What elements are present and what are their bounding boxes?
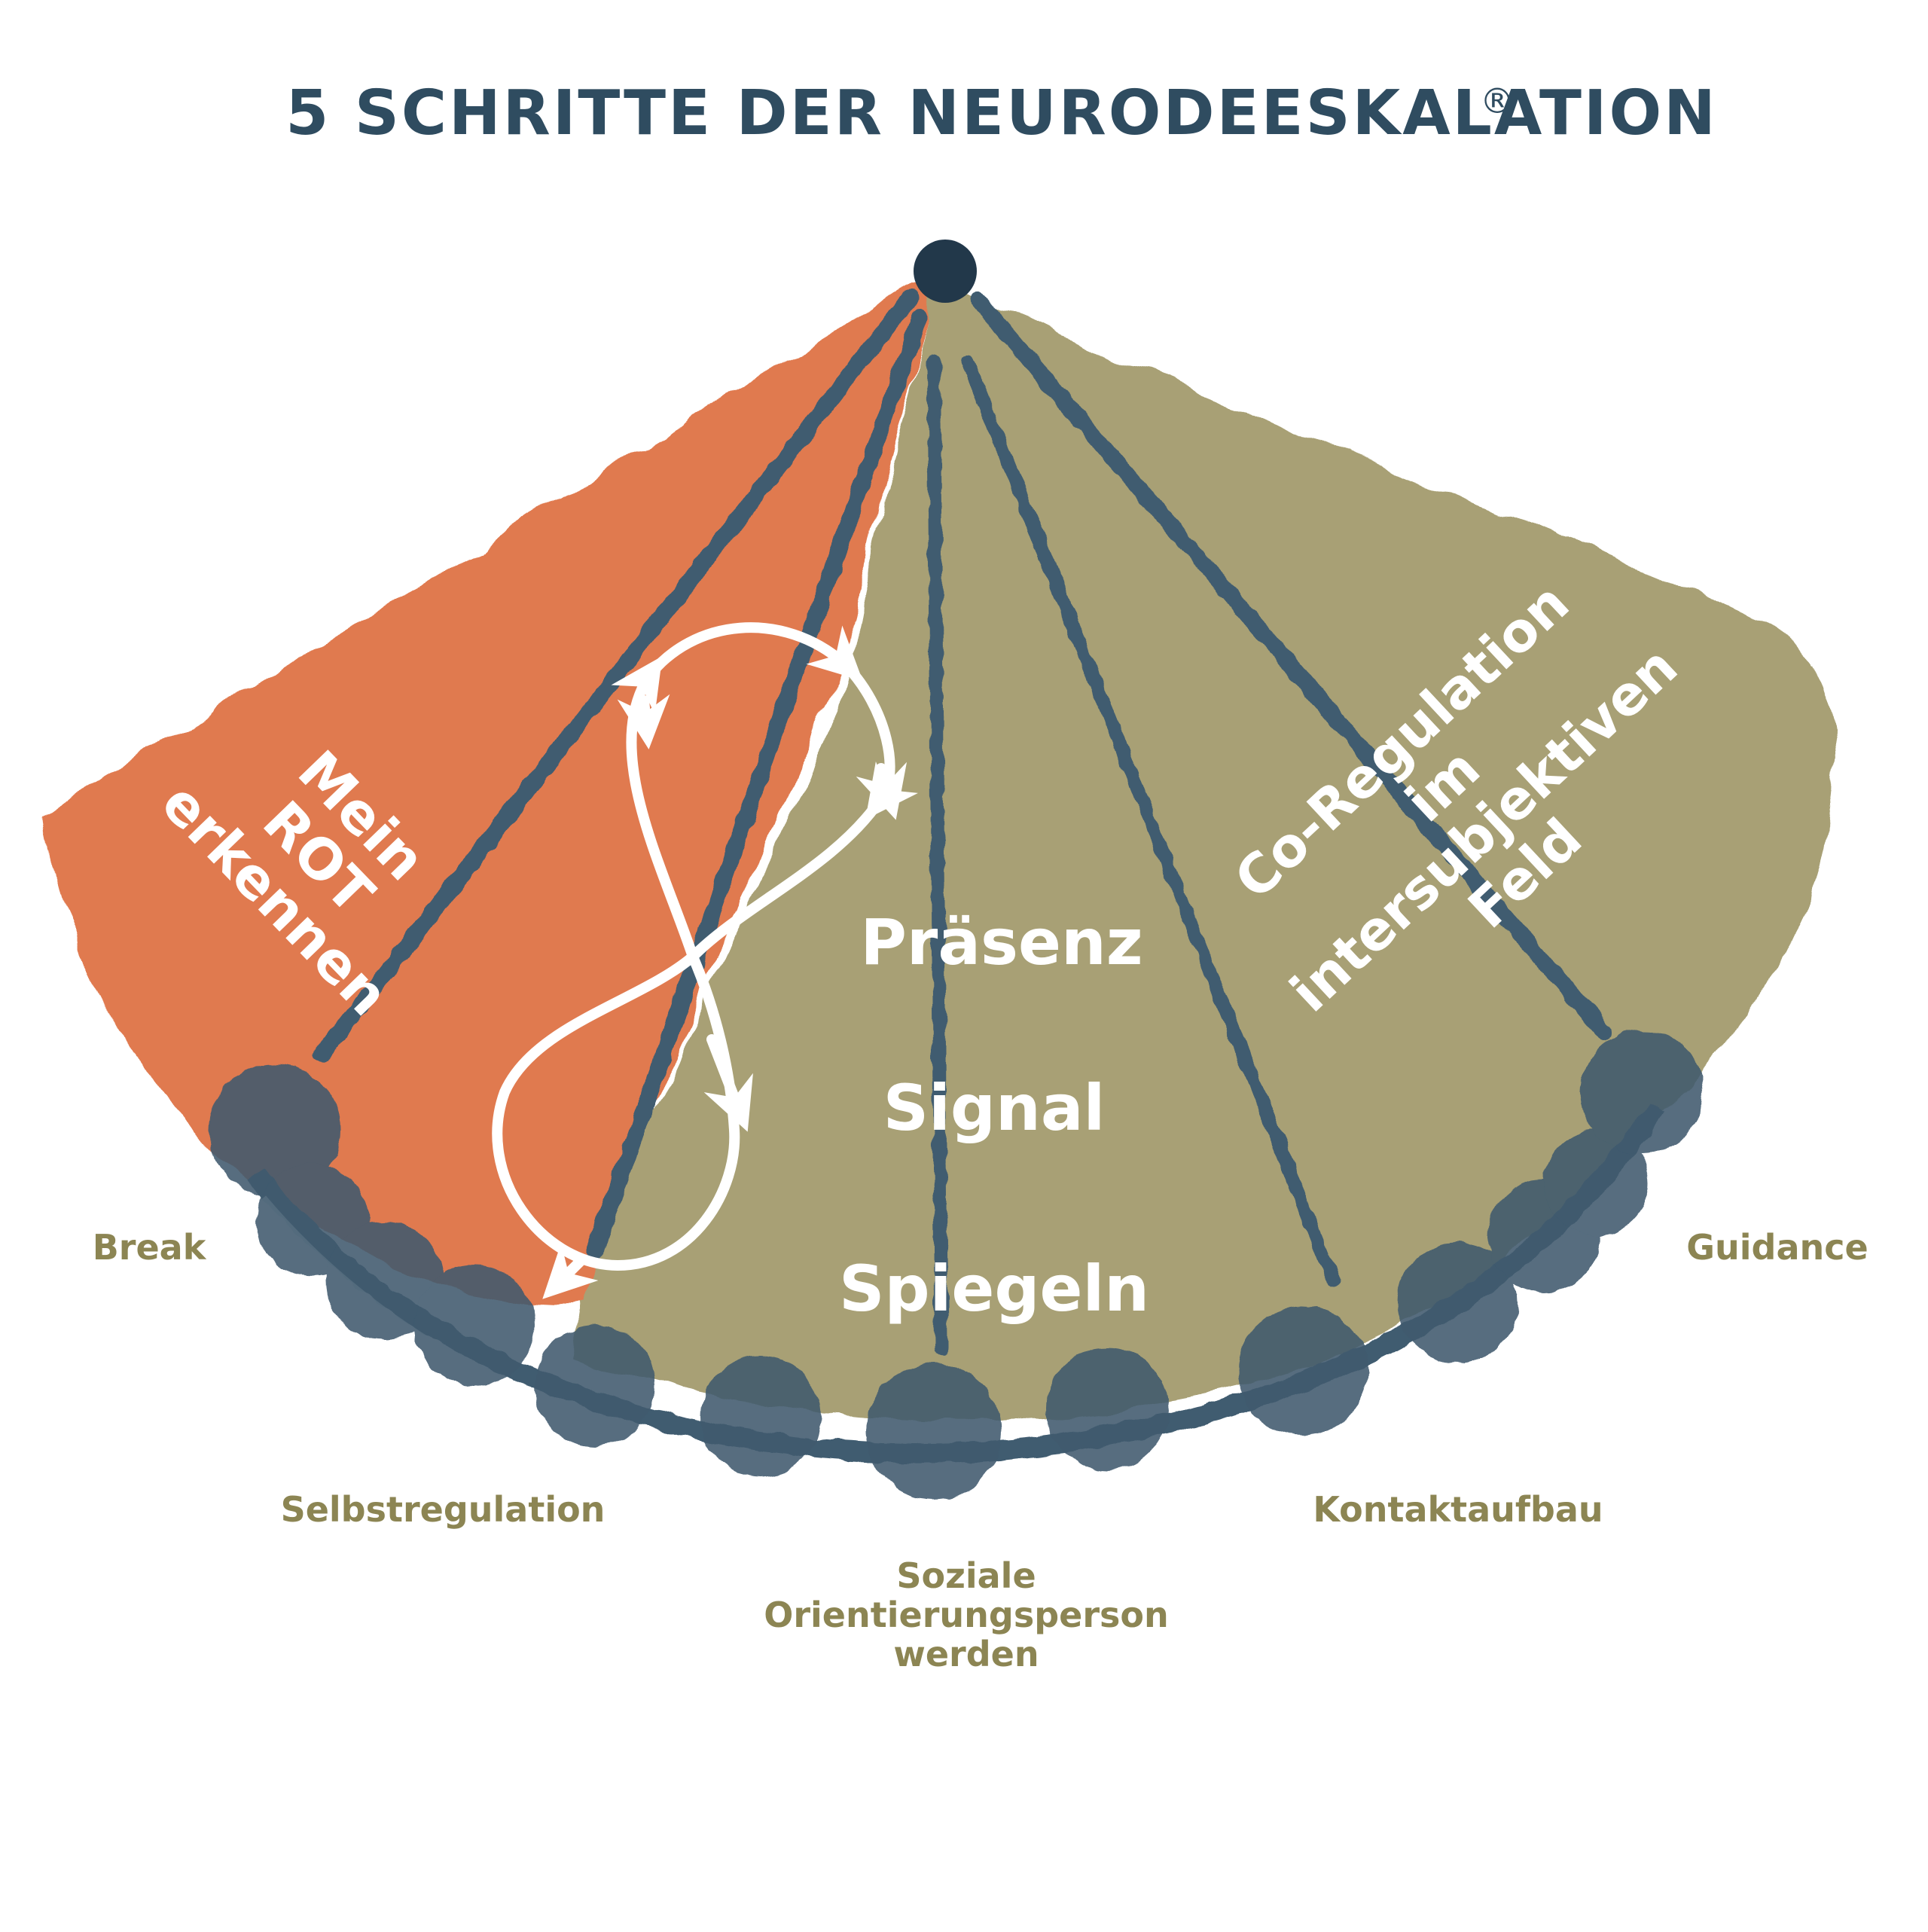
- infinity-loop-icon: [492, 622, 918, 1299]
- loop-arrow-upper: [617, 694, 670, 749]
- step-circle: [325, 1222, 443, 1339]
- signal-label: Signal: [883, 1071, 1106, 1145]
- step-circle: [414, 1265, 535, 1386]
- radial-line-5: [971, 293, 1612, 1040]
- soziale-orientierungsperson-label: Soziale Orientierungsperson werden: [764, 1555, 1169, 1674]
- registered-mark: ®: [1480, 81, 1515, 121]
- loop-arrow-lower: [542, 1243, 599, 1299]
- step-circle: [1238, 1306, 1368, 1436]
- soziale-line-3: werden: [893, 1634, 1039, 1674]
- selbstregulation-label: Selbstregulation: [281, 1489, 606, 1530]
- olive-sector: [572, 282, 1837, 1421]
- loop-arrow-right: [856, 762, 908, 820]
- soziale-line-1: Soziale: [896, 1555, 1036, 1596]
- red-sector: [45, 282, 934, 1305]
- step-circle: [1397, 1243, 1518, 1363]
- diagram-title: 5 SCHRITTE DER NEURODEESKALATION: [285, 78, 1718, 149]
- step-circle: [700, 1356, 821, 1476]
- guidance-label: Guidance: [1686, 1227, 1868, 1268]
- break-label: Break: [93, 1227, 207, 1268]
- radial-line-3: [927, 355, 948, 1355]
- praesenz-label: Präsenz: [860, 905, 1142, 979]
- step-circle: [866, 1363, 1002, 1499]
- radial-line-4: [961, 355, 1340, 1287]
- title: 5 SCHRITTE DER NEURODEESKALATION ®: [285, 78, 1718, 149]
- spiegeln-label: Spiegeln: [839, 1252, 1149, 1326]
- step-circles: [209, 1030, 1704, 1499]
- loop-tail: [703, 1034, 753, 1132]
- step-circle: [535, 1326, 655, 1446]
- step-circle: [1580, 1030, 1704, 1154]
- loop-upper: [611, 622, 918, 962]
- pivot-dot-icon: [914, 240, 977, 303]
- kontaktaufbau-label: Kontaktaufbau: [1313, 1489, 1603, 1530]
- step-circle: [1544, 1130, 1649, 1235]
- soziale-line-2: Orientierungsperson: [764, 1595, 1169, 1635]
- step-circle: [209, 1064, 341, 1196]
- step-circle: [1045, 1347, 1169, 1470]
